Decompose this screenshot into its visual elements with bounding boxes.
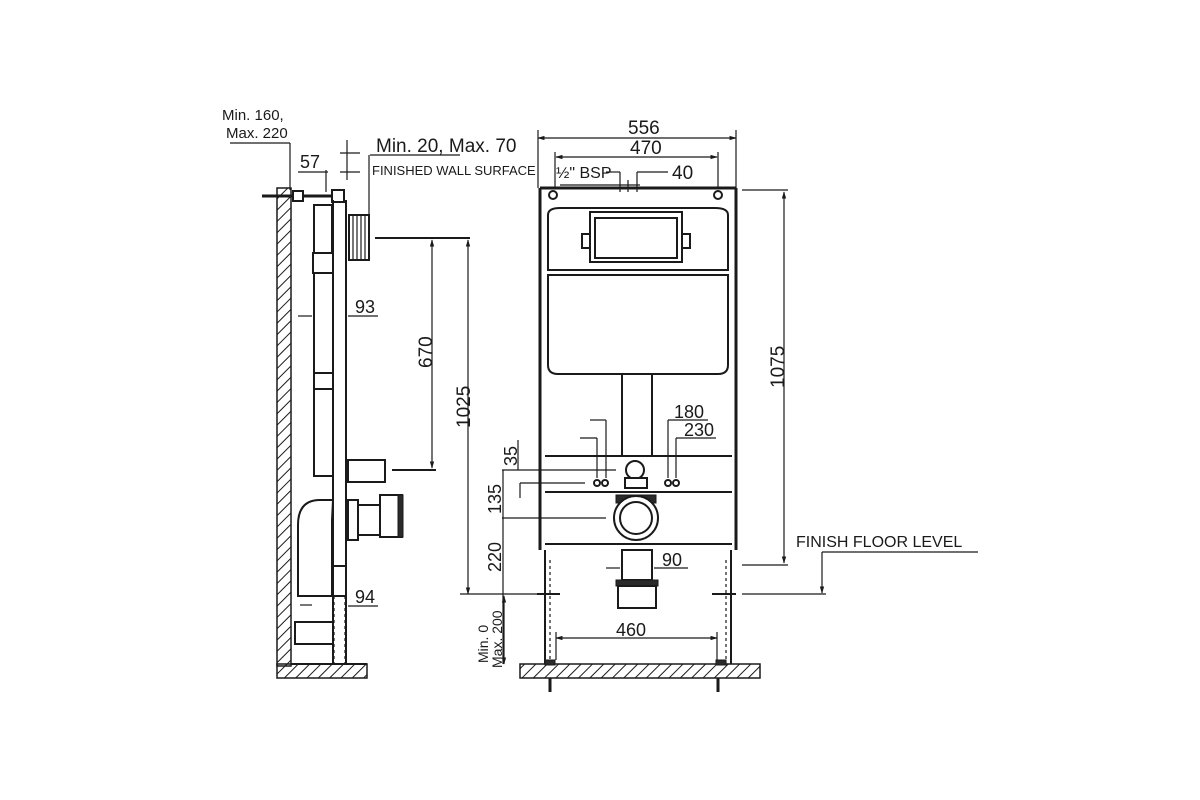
wall-depth-label-line2: Max. 220 <box>226 125 288 142</box>
dimension-460: 460 <box>616 620 646 640</box>
foot-range-line1: Min. 0 <box>475 625 491 663</box>
dimension-1075: 1075 <box>768 346 789 388</box>
floor-section <box>519 663 761 679</box>
finished-wall-label: FINISHED WALL SURFACE <box>372 163 536 178</box>
dimension-670: 670 <box>416 336 437 368</box>
floor-section <box>276 663 368 679</box>
dimension-230: 230 <box>684 420 714 440</box>
dimension-1025: 1025 <box>454 386 475 428</box>
dimension-135: 135 <box>485 484 505 514</box>
side-view: Min. 160, Max. 220 57 Min. 20, Max. 70 F… <box>222 107 540 679</box>
foot-range-line2: Max. 200 <box>489 610 505 668</box>
front-view: 556 470 ½" BSP 40 1075 FINISH FLOOR LEVE… <box>485 118 978 692</box>
dimension-180: 180 <box>674 402 704 422</box>
dimension-40: 40 <box>672 163 693 184</box>
dimension-220: 220 <box>485 542 505 572</box>
dimension-470: 470 <box>630 138 662 159</box>
dimension-35: 35 <box>501 446 521 466</box>
finished-wall-range: Min. 20, Max. 70 <box>376 136 516 157</box>
dimension-93: 93 <box>355 297 375 317</box>
dimension-90: 90 <box>662 550 682 570</box>
wall-section <box>276 187 292 667</box>
dimension-556: 556 <box>628 118 660 139</box>
wall-depth-label-line1: Min. 160, <box>222 107 284 124</box>
dimension-94: 94 <box>355 587 375 607</box>
bsp-label: ½" BSP <box>556 165 611 182</box>
finish-floor-label: FINISH FLOOR LEVEL <box>796 534 962 551</box>
dimension-57: 57 <box>300 152 320 172</box>
